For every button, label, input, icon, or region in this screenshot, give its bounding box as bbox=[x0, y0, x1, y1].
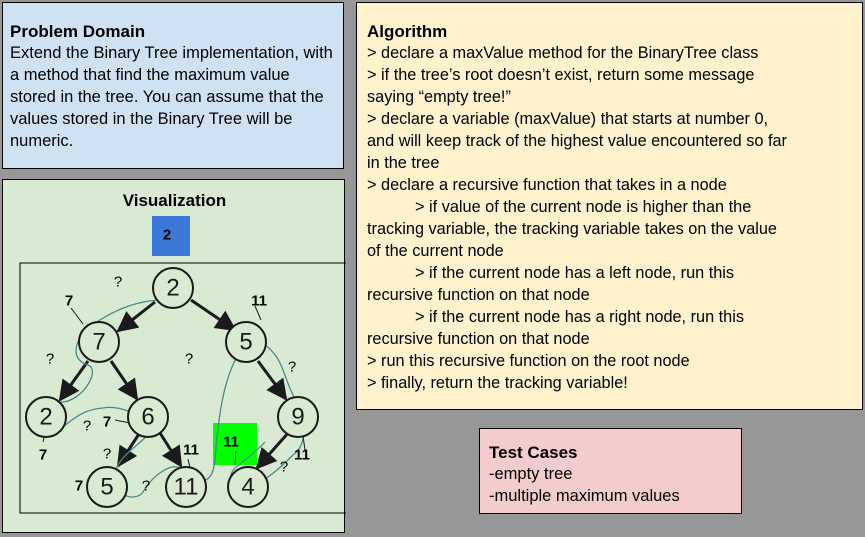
algorithm-step-line: > declare a maxValue method for the Bina… bbox=[367, 44, 759, 62]
binary-tree-diagram: 2 11 bbox=[19, 216, 346, 514]
tree-node: 2 bbox=[25, 396, 67, 438]
svg-text:5: 5 bbox=[100, 474, 113, 501]
algorithm-step-line: and will keep track of the highest value… bbox=[367, 132, 787, 150]
algorithm-step-line: > if the current node has a left node, r… bbox=[415, 264, 735, 282]
test-case-item: -multiple maximum values bbox=[489, 487, 680, 505]
svg-text:5: 5 bbox=[239, 329, 252, 356]
tree-node: 5 bbox=[225, 321, 267, 363]
problem-domain-title: Problem Domain bbox=[10, 22, 146, 41]
edge bbox=[256, 360, 288, 401]
edge bbox=[190, 298, 237, 332]
algorithm-step-line: recursive function on that node bbox=[367, 286, 590, 304]
algorithm-step-line: > if the tree’s root doesn’t exist, retu… bbox=[367, 66, 755, 84]
problem-domain-panel: Problem Domain Extend the Binary Tree im… bbox=[2, 2, 344, 169]
tree-node: 5 bbox=[86, 466, 128, 508]
test-case-item: -empty tree bbox=[489, 465, 573, 483]
result-value-box: 11 bbox=[213, 423, 257, 465]
algorithm-step-line: > declare a variable (maxValue) that sta… bbox=[367, 110, 769, 128]
svg-text:2: 2 bbox=[39, 404, 52, 431]
annotation-label: 7 bbox=[75, 478, 83, 495]
annotation-label: 11 bbox=[183, 442, 199, 459]
tree-node: 2 bbox=[152, 267, 194, 309]
algorithm-steps: > declare a maxValue method for the Bina… bbox=[367, 42, 854, 394]
visualization-panel: Visualization 2 11 bbox=[2, 179, 346, 533]
svg-text:11: 11 bbox=[174, 474, 199, 501]
svg-text:7: 7 bbox=[92, 329, 105, 356]
test-cases-title: Test Cases bbox=[489, 443, 578, 462]
algorithm-title: Algorithm bbox=[367, 22, 448, 41]
svg-text:6: 6 bbox=[141, 404, 154, 431]
test-cases-panel: Test Cases -empty tree -multiple maximum… bbox=[479, 428, 742, 514]
tree-node: 9 bbox=[277, 396, 319, 438]
problem-domain-text: Extend the Binary Tree implementation, w… bbox=[10, 44, 333, 150]
annotation-label: 11 bbox=[251, 293, 267, 310]
tree-node: 4 bbox=[227, 466, 269, 508]
algorithm-step-line: tracking variable, the tracking variable… bbox=[367, 220, 777, 238]
edge bbox=[255, 431, 291, 470]
annotation-label: ? bbox=[142, 478, 150, 495]
annotation-label: 7 bbox=[103, 414, 111, 431]
visualization-title: Visualization bbox=[122, 191, 227, 210]
algorithm-step-line: > declare a recursive function that take… bbox=[367, 176, 727, 194]
tree-node: 6 bbox=[127, 396, 169, 438]
algorithm-step-line: > finally, return the tracking variable! bbox=[367, 374, 628, 392]
annotation-label: ? bbox=[185, 351, 193, 368]
algorithm-step-line: in the tree bbox=[367, 154, 440, 172]
result-value: 11 bbox=[223, 434, 239, 451]
annotation-label: ? bbox=[288, 359, 296, 376]
algorithm-step-line: > if the current node has a right node, … bbox=[415, 308, 744, 326]
edge bbox=[109, 360, 139, 401]
algorithm-step-line: saying “empty tree!” bbox=[367, 88, 511, 106]
edge bbox=[158, 432, 183, 468]
annotation-label: ? bbox=[103, 446, 111, 463]
annotation-label: ? bbox=[46, 351, 54, 368]
algorithm-step-line: of the current node bbox=[367, 242, 504, 260]
algorithm-step-line: > if value of the current node is higher… bbox=[415, 198, 752, 216]
edge bbox=[58, 360, 90, 402]
annotation-label: 7 bbox=[65, 293, 73, 310]
start-value: 2 bbox=[163, 227, 171, 244]
annotation-label: 7 bbox=[39, 447, 47, 464]
svg-text:4: 4 bbox=[241, 474, 254, 501]
tree-frame bbox=[19, 262, 346, 514]
svg-text:2: 2 bbox=[166, 275, 179, 302]
tree-edges bbox=[58, 298, 291, 470]
svg-text:9: 9 bbox=[291, 404, 304, 431]
algorithm-panel: Algorithm > declare a maxValue method fo… bbox=[356, 2, 863, 410]
algorithm-step-line: recursive function on that node bbox=[367, 330, 590, 348]
annotation-label: ? bbox=[280, 459, 288, 476]
traversal-trace bbox=[45, 284, 305, 498]
annotation-label: ? bbox=[114, 274, 122, 291]
tree-node: 7 bbox=[78, 321, 120, 363]
algorithm-step-line: > run this recursive function on the roo… bbox=[367, 352, 690, 370]
edge bbox=[116, 300, 156, 333]
annotation-label: ? bbox=[83, 418, 91, 435]
start-value-box: 2 bbox=[152, 216, 190, 256]
annotation-label: 11 bbox=[294, 447, 310, 464]
tree-node: 11 bbox=[165, 466, 207, 508]
